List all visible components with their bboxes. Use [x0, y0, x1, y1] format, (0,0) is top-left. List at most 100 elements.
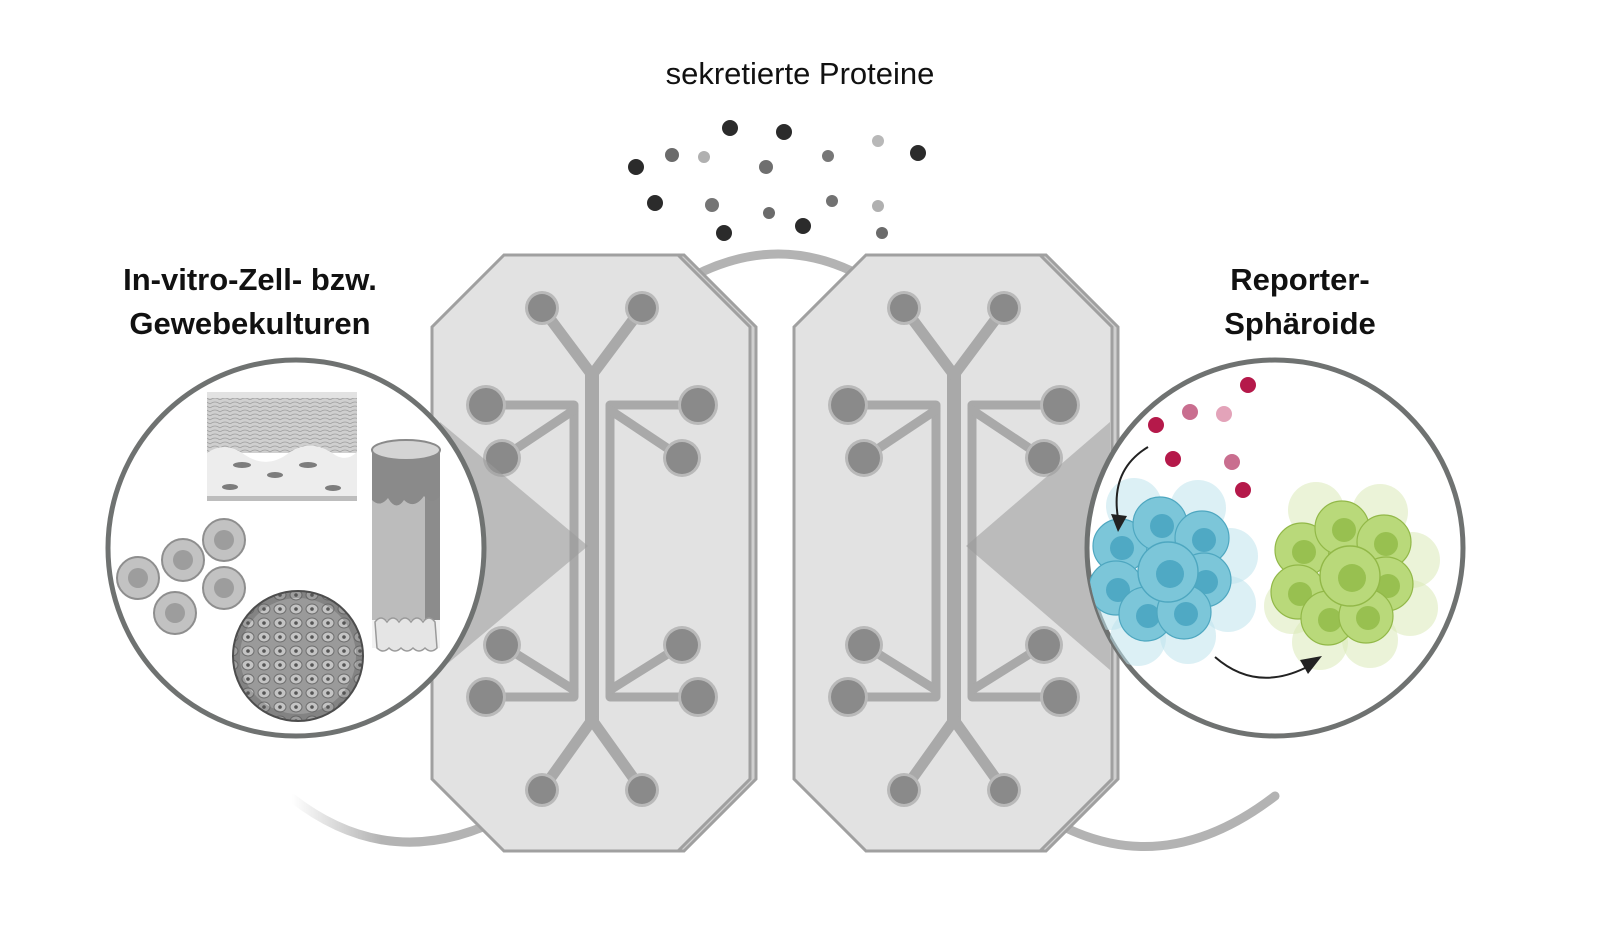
chip-port: [681, 680, 715, 714]
protein-dot: [822, 150, 834, 162]
protein-dot: [722, 120, 738, 136]
chip-port: [831, 680, 865, 714]
spheroid-cell-nucleus: [1288, 582, 1312, 606]
chip-port: [890, 294, 918, 322]
chip-port: [1028, 442, 1060, 474]
chip-port: [486, 629, 518, 661]
chip-port: [528, 776, 556, 804]
label-cell-tissue-cultures: In-vitro-Zell- bzw. Gewebekulturen: [60, 258, 440, 346]
cell-nucleus: [165, 603, 185, 623]
protein-dot: [665, 148, 679, 162]
protein-dot: [910, 145, 926, 161]
protein-dot: [647, 195, 663, 211]
culture-zoom-circle: [105, 357, 487, 739]
chip-port: [990, 776, 1018, 804]
cell-nucleus: [214, 530, 234, 550]
protein-dot: [628, 159, 644, 175]
spheroid-cell-nucleus: [1192, 528, 1216, 552]
protein-dot: [776, 124, 792, 140]
protein-dot: [716, 225, 732, 241]
label-reporter-line1: Reporter-: [1230, 262, 1370, 297]
chip-port: [848, 629, 880, 661]
arrow-head-out: [1300, 656, 1322, 674]
spheroid-cell-nucleus: [1318, 608, 1342, 632]
cell-nucleus: [214, 578, 234, 598]
spheroid-cell-nucleus: [1110, 536, 1134, 560]
zoom-cone-right: [966, 422, 1110, 670]
signal-dot: [1165, 451, 1181, 467]
chip-port: [990, 294, 1018, 322]
chip-port: [1043, 388, 1077, 422]
label-secreted-proteins: sekretierte Proteine: [665, 56, 935, 91]
spheroid-cell-nucleus: [1106, 578, 1130, 602]
signal-dot: [1224, 454, 1240, 470]
secreted-protein-particles: [628, 120, 926, 241]
spheroid-cell-nucleus: [1356, 606, 1380, 630]
chip-port: [848, 442, 880, 474]
protein-dot: [826, 195, 838, 207]
spheroid-icon: [232, 590, 364, 722]
spheroid-cell-nucleus: [1374, 532, 1398, 556]
chip-port: [486, 442, 518, 474]
label-culture-line2: Gewebekulturen: [129, 306, 371, 341]
signal-dot: [1148, 417, 1164, 433]
chip-port: [628, 776, 656, 804]
chip-port: [469, 388, 503, 422]
chip-port: [666, 442, 698, 474]
tissue-section-icon: [207, 392, 357, 501]
protein-dot: [872, 135, 884, 147]
chip-channel: [605, 400, 703, 702]
chip-port: [528, 294, 556, 322]
arrow-head-in: [1111, 514, 1127, 532]
chip-port: [469, 680, 503, 714]
chip-channel: [843, 400, 941, 702]
spheroid-cell-nucleus: [1332, 518, 1356, 542]
reporter-spheroid-blue: [1087, 478, 1258, 666]
cell-nucleus: [128, 568, 148, 588]
spheroid-cell-nucleus: [1338, 564, 1366, 592]
zoom-cone-left: [440, 422, 588, 670]
signal-dot: [1216, 406, 1232, 422]
spheroid-cell-nucleus: [1150, 514, 1174, 538]
microfluidic-chip-left: [430, 253, 758, 853]
chip-port: [681, 388, 715, 422]
chip-port: [831, 388, 865, 422]
chip-channel: [536, 714, 648, 796]
protein-dot: [698, 151, 710, 163]
spheroid-cell-nucleus: [1194, 570, 1218, 594]
chip-port: [1028, 629, 1060, 661]
label-reporter-line2: Sphäroide: [1224, 306, 1376, 341]
chip-port: [628, 294, 656, 322]
spheroid-cell-nucleus: [1292, 540, 1316, 564]
arrow-curved-in: [1115, 446, 1149, 519]
label-reporter-spheroids: Reporter- Sphäroide: [1120, 258, 1480, 346]
chip-channel: [898, 714, 1010, 796]
microfluidic-chip-right: [792, 253, 1120, 853]
reporter-signal-dots: [1148, 377, 1256, 498]
protein-dot: [763, 207, 775, 219]
arrow-curved-out: [1214, 656, 1306, 679]
spheroid-cell-nucleus: [1376, 574, 1400, 598]
protein-dot: [795, 218, 811, 234]
chip-channel: [536, 302, 648, 381]
chip-port: [1043, 680, 1077, 714]
protein-dot: [872, 200, 884, 212]
spheroid-cell-nucleus: [1136, 604, 1160, 628]
protein-dot: [705, 198, 719, 212]
chip-port: [666, 629, 698, 661]
tubular-tissue-icon: [371, 439, 441, 652]
cell-nucleus: [173, 550, 193, 570]
signal-dot: [1240, 377, 1256, 393]
signal-dot: [1235, 482, 1251, 498]
label-culture-line1: In-vitro-Zell- bzw.: [123, 262, 377, 297]
signal-dot: [1182, 404, 1198, 420]
reporter-zoom-circle: [1084, 357, 1466, 739]
spheroid-cell-nucleus: [1174, 602, 1198, 626]
single-cells-icon: [116, 518, 246, 635]
protein-dot: [876, 227, 888, 239]
spheroid-cell-nucleus: [1156, 560, 1184, 588]
protein-dot: [759, 160, 773, 174]
chip-channel: [898, 302, 1010, 381]
